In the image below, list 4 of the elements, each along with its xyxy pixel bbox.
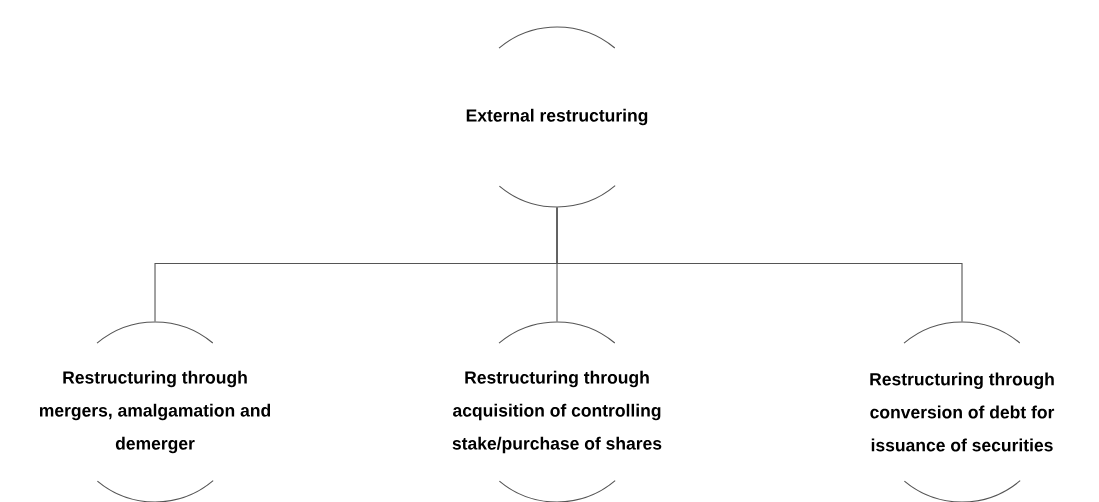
circle-node: Restructuring through acquisition of controlling stake/purchase of shares [452,321,662,502]
connector-line [556,207,963,322]
circle-node: Restructuring through mergers, amalgamation and demerger [39,321,271,502]
circle-node: External restructuring [466,26,648,208]
